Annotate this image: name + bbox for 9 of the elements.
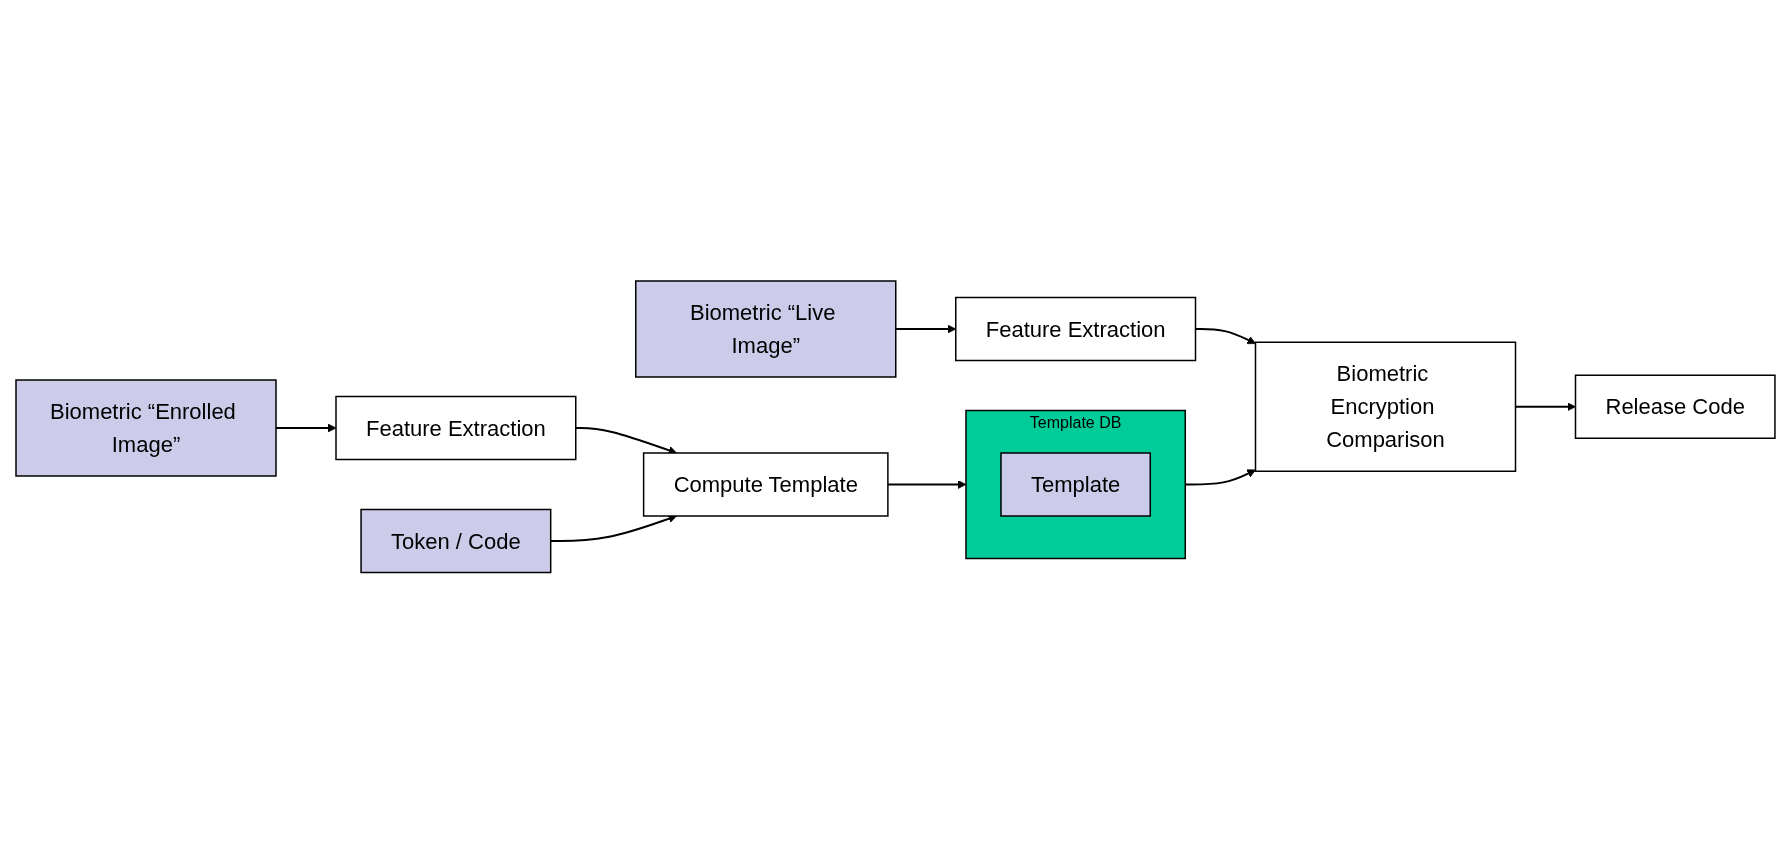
node-box: Template [999,452,1151,517]
node-box: Compute Template [642,452,889,517]
node-box: Biometric Encryption Comparison [1254,341,1516,472]
node-box: Biometric “Enrolled Image” [14,379,277,477]
node-box: Feature Extraction [334,395,577,460]
node-box: Token / Code [359,508,551,573]
node-box: Biometric “Live Image” [634,280,897,378]
node-box: Release Code [1574,374,1776,439]
node-box: Feature Extraction [954,296,1196,361]
